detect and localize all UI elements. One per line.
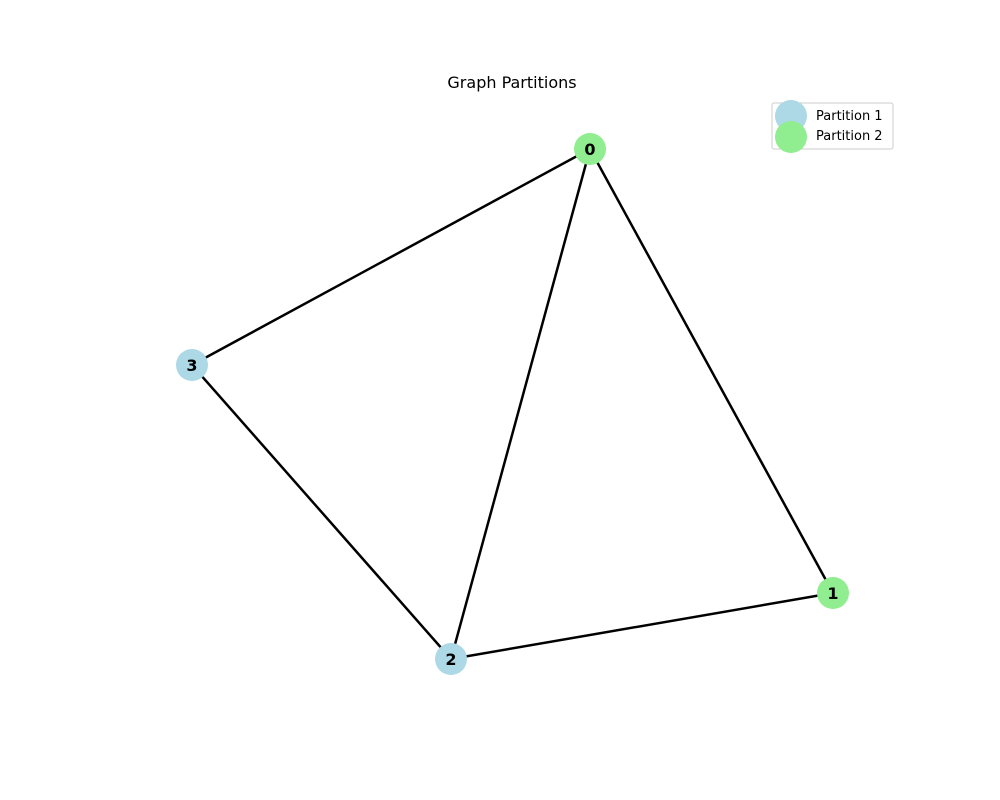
edge-0-2 (449, 147, 592, 661)
node-circle-1 (817, 577, 849, 609)
node-label-3: 3 (186, 356, 197, 375)
node-label-1: 1 (827, 584, 838, 603)
edge-3-2 (190, 363, 453, 661)
node-circle-0 (574, 133, 606, 165)
node-circle-3 (176, 349, 208, 381)
edge-0-3 (190, 147, 592, 367)
node-circle-2 (435, 643, 467, 675)
node-0: 0 (574, 133, 606, 165)
node-3: 3 (176, 349, 208, 381)
node-1: 1 (817, 577, 849, 609)
legend: Partition 1 Partition 2 (771, 100, 894, 153)
edge-layer (190, 147, 835, 661)
edge-0-1 (588, 147, 835, 595)
node-layer: 0 1 2 3 (176, 133, 849, 675)
node-2: 2 (435, 643, 467, 675)
chart-title: Graph Partitions (447, 73, 576, 92)
legend-label-partition-2: Partition 2 (816, 129, 883, 144)
node-label-2: 2 (445, 650, 456, 669)
legend-marker-partition-2 (775, 121, 807, 153)
edge-2-1 (449, 591, 835, 661)
node-label-0: 0 (584, 140, 595, 159)
legend-label-partition-1: Partition 1 (816, 109, 883, 124)
